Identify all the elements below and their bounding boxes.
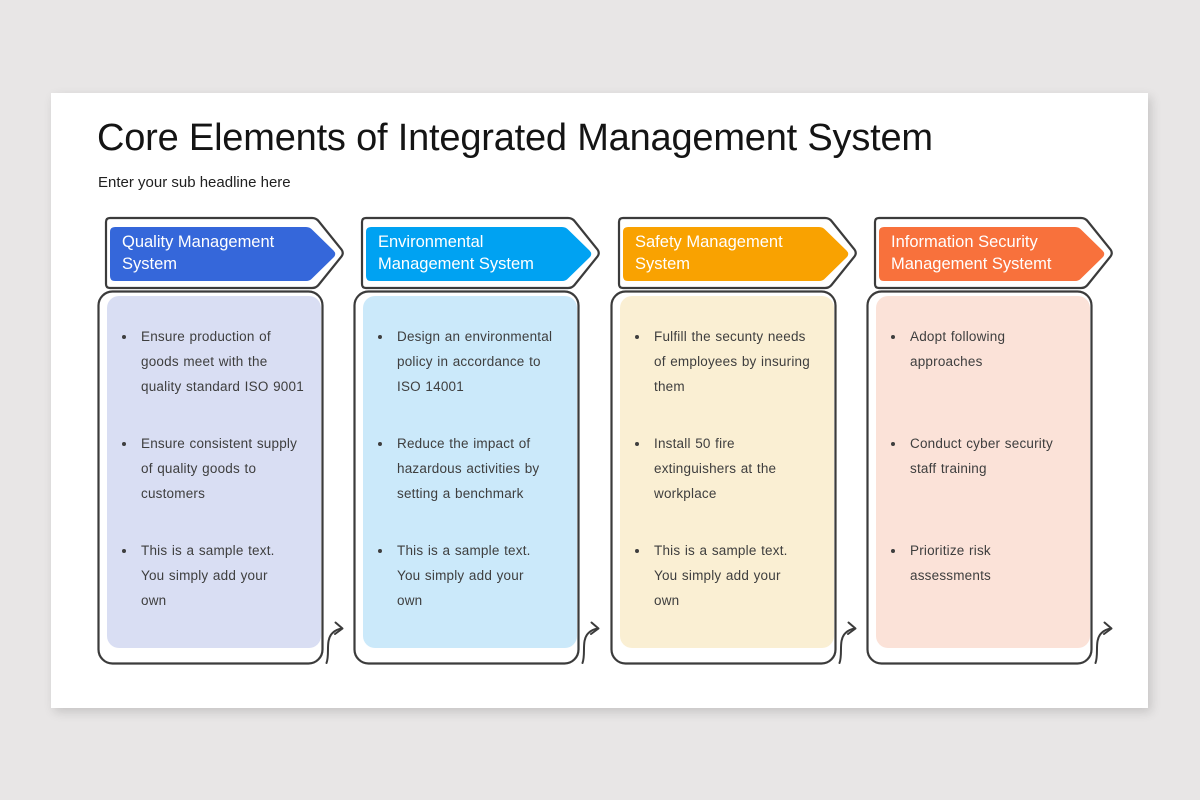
bullet-dot <box>635 442 639 446</box>
bullet-dot <box>378 335 382 339</box>
bullet-text: Ensure consistent supply of quality good… <box>141 436 298 501</box>
body-card-outline <box>97 290 324 665</box>
bullet-dot <box>378 549 382 553</box>
bullet-item: Adopt following approaches <box>866 324 1092 408</box>
header-arrow <box>873 216 1113 290</box>
bullet-text: Prioritize risk assessments <box>910 543 991 583</box>
flow-arrow-icon <box>838 627 856 664</box>
header-arrow <box>360 216 600 290</box>
column-information-security-management-system: Information Security Management Systemt … <box>866 215 1128 697</box>
bullet-dot <box>122 335 126 339</box>
body-card <box>866 290 1113 665</box>
slide: Core Elements of Integrated Management S… <box>51 93 1148 708</box>
flow-arrow-icon <box>325 627 343 664</box>
column-environmental-management-system: Environmental Management System Design a… <box>353 215 615 697</box>
bullet-item: Design an environmental policy in accord… <box>353 324 579 408</box>
body-card-fill <box>107 296 321 648</box>
body-card-fill <box>363 296 577 648</box>
header-arrow-fill <box>366 227 592 281</box>
header-arrow-outline <box>104 216 344 290</box>
bullet-item: This is a sample text. You simply add yo… <box>353 538 579 622</box>
header-label: Quality Management System <box>122 233 275 273</box>
bullet-dot <box>635 549 639 553</box>
bullet-text: Reduce the impact of hazardous activitie… <box>397 436 540 501</box>
flow-arrow-icon <box>581 627 599 664</box>
header-arrow-fill <box>110 227 336 281</box>
header-label: Safety Management System <box>635 233 783 273</box>
flow-arrow-head <box>847 621 857 635</box>
bullet-dot <box>122 442 126 446</box>
bullet-text: Design an environmental policy in accord… <box>397 329 553 394</box>
bullet-item: Prioritize risk assessments <box>866 538 1092 622</box>
bullet-dot <box>891 335 895 339</box>
bullet-text: Install 50 fire extinguishers at the wor… <box>654 436 777 501</box>
body-card-outline <box>610 290 837 665</box>
bullet-dot <box>378 442 382 446</box>
column-quality-management-system: Quality Management System Ensure product… <box>97 215 359 697</box>
header-arrow-fill <box>879 227 1105 281</box>
flow-arrow-icon <box>1094 627 1112 664</box>
bullet-text: Ensure production of goods meet with the… <box>141 329 304 394</box>
body-card <box>610 290 857 665</box>
bullet-dot <box>635 335 639 339</box>
header-arrow-outline <box>873 216 1113 290</box>
bullet-item: Conduct cyber security staff training <box>866 431 1092 515</box>
flow-arrow-head <box>1103 621 1113 635</box>
bullet-item: This is a sample text. You simply add yo… <box>610 538 836 622</box>
flow-arrow-head <box>334 621 344 635</box>
body-card-fill <box>876 296 1090 648</box>
bullet-item: Fulfill the secunty needs of employees b… <box>610 324 836 408</box>
header-arrow <box>617 216 857 290</box>
flow-arrow-head <box>590 621 600 635</box>
body-card-outline <box>866 290 1093 665</box>
bullet-dot <box>891 442 895 446</box>
bullet-dot <box>891 549 895 553</box>
bullet-item: Ensure consistent supply of quality good… <box>97 431 323 515</box>
bullet-text: Conduct cyber security staff training <box>910 436 1053 476</box>
bullet-text: Fulfill the secunty needs of employees b… <box>654 329 810 394</box>
bullet-item: This is a sample text. You simply add yo… <box>97 538 323 622</box>
bullet-text: This is a sample text. You simply add yo… <box>397 543 531 608</box>
bullet-text: This is a sample text. You simply add yo… <box>141 543 275 608</box>
bullet-text: Adopt following approaches <box>910 329 1006 369</box>
bullet-item: Install 50 fire extinguishers at the wor… <box>610 431 836 515</box>
bullet-dot <box>122 549 126 553</box>
header-label: Environmental Management System <box>378 233 534 273</box>
column-safety-management-system: Safety Management System Fulfill the sec… <box>610 215 872 697</box>
body-card <box>353 290 600 665</box>
body-card-fill <box>620 296 834 648</box>
page-title: Core Elements of Integrated Management S… <box>97 117 933 159</box>
body-card-outline <box>353 290 580 665</box>
header-arrow-outline <box>360 216 600 290</box>
header-arrow-outline <box>617 216 857 290</box>
page-subtitle: Enter your sub headline here <box>98 174 291 191</box>
bullet-item: Ensure production of goods meet with the… <box>97 324 323 408</box>
header-arrow-fill <box>623 227 849 281</box>
header-label: Information Security Management Systemt <box>891 233 1052 273</box>
body-card <box>97 290 344 665</box>
bullet-text: This is a sample text. You simply add yo… <box>654 543 788 608</box>
bullet-item: Reduce the impact of hazardous activitie… <box>353 431 579 515</box>
header-arrow <box>104 216 344 290</box>
